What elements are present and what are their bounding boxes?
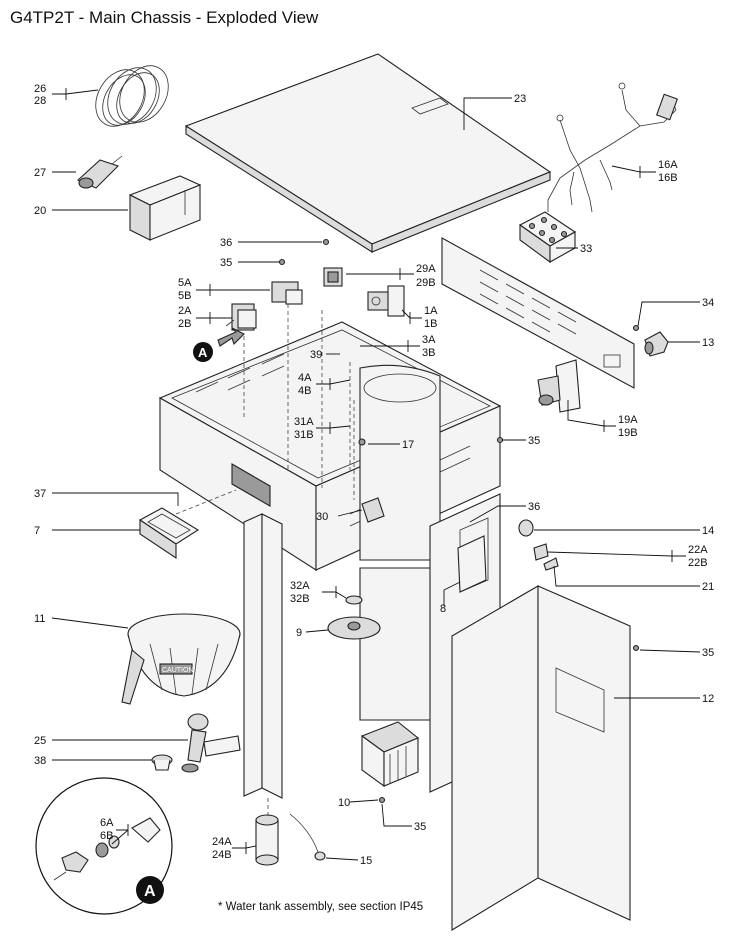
label-35-right: 35 — [528, 435, 540, 447]
window-frame-part — [138, 507, 200, 560]
label-11: 11 — [34, 613, 45, 625]
elbow-fitting-part — [644, 331, 669, 357]
label-37: 37 — [34, 488, 46, 500]
label-31b: 31B — [294, 429, 314, 441]
label-25: 25 — [34, 735, 46, 747]
bracket-part — [361, 497, 385, 523]
label-6a: 6A — [100, 817, 114, 829]
page-title: G4TP2T - Main Chassis - Exploded View — [10, 8, 319, 27]
label-2a: 2A — [178, 305, 192, 317]
dump-valve-part — [537, 359, 581, 413]
left-frame-part — [243, 513, 283, 799]
label-39: 39 — [310, 349, 322, 361]
label-26: 26 — [34, 83, 46, 95]
label-10: 10 — [338, 797, 350, 809]
callout-badge-bottom: A — [136, 876, 164, 904]
label-24b: 24B — [212, 849, 232, 861]
detail-a-circle — [35, 777, 173, 915]
heat-sink-part — [360, 721, 420, 788]
transformer-part — [128, 175, 202, 241]
label-22b: 22B — [688, 557, 708, 569]
label-29a: 29A — [416, 263, 436, 275]
label-3b: 3B — [422, 347, 435, 359]
label-1a: 1A — [424, 305, 438, 317]
wire-harness-part — [547, 82, 679, 213]
label-31a: 31A — [294, 416, 314, 428]
label-22a: 22A — [688, 544, 708, 556]
leader-lines — [51, 88, 701, 861]
label-23: 23 — [514, 93, 526, 105]
cable-part — [289, 813, 326, 861]
label-5b: 5B — [178, 290, 191, 302]
label-16b: 16B — [658, 172, 678, 184]
label-29b: 29B — [416, 277, 436, 289]
label-12: 12 — [702, 693, 714, 705]
water-tank-part — [359, 364, 441, 721]
label-35-bottom: 35 — [414, 821, 426, 833]
label-32a: 32A — [290, 580, 310, 592]
plate-part — [327, 616, 381, 640]
svg-text:A: A — [198, 345, 208, 360]
label-4b: 4B — [298, 385, 311, 397]
label-38: 38 — [34, 755, 46, 767]
coiled-tubing-part — [95, 65, 169, 127]
brew-basket-part: CAUTION — [121, 613, 241, 705]
part-labels: 26 28 27 20 23 16A 16B 33 36 35 29A 29B … — [34, 83, 714, 867]
label-35-top: 35 — [220, 257, 232, 269]
label-27: 27 — [34, 167, 46, 179]
label-14: 14 — [702, 525, 714, 537]
solenoid-valve-5-part — [271, 281, 303, 305]
label-8: 8 — [440, 603, 446, 615]
control-board-part — [457, 535, 487, 593]
label-21: 21 — [702, 581, 714, 593]
label-33: 33 — [580, 243, 592, 255]
solenoid-valve-2-part — [225, 303, 257, 331]
label-1b: 1B — [424, 318, 437, 330]
footnote: * Water tank assembly, see section IP45 — [218, 901, 424, 913]
capacitor-part — [77, 155, 123, 189]
label-2b: 2B — [178, 318, 191, 330]
label-4a: 4A — [298, 372, 312, 384]
knob-part — [151, 754, 173, 771]
label-20: 20 — [34, 205, 46, 217]
label-6b: 6B — [100, 830, 113, 842]
terminal-block-part — [518, 211, 577, 264]
label-13: 13 — [702, 337, 714, 349]
label-35-door: 35 — [702, 647, 714, 659]
label-16a: 16A — [658, 159, 678, 171]
callout-badge-top: A — [193, 342, 213, 362]
label-34: 34 — [702, 297, 714, 309]
sleeve-part — [255, 814, 279, 866]
label-19a: 19A — [618, 414, 638, 426]
label-36-top: 36 — [220, 237, 232, 249]
side-panel-part — [451, 585, 631, 931]
label-7: 7 — [34, 525, 40, 537]
top-lid-part — [184, 53, 552, 254]
label-15: 15 — [360, 855, 372, 867]
label-19b: 19B — [618, 427, 638, 439]
label-3a: 3A — [422, 334, 436, 346]
faucet-part — [181, 713, 241, 773]
label-24a: 24A — [212, 836, 232, 848]
label-30: 30 — [316, 511, 328, 523]
switch-part — [323, 267, 343, 287]
label-32b: 32B — [290, 593, 310, 605]
caution-stamp: CAUTION — [162, 667, 194, 674]
svg-text:A: A — [144, 883, 156, 900]
label-17: 17 — [402, 439, 414, 451]
label-5a: 5A — [178, 277, 192, 289]
solenoid-valve-1-part — [367, 285, 405, 317]
label-36-mid: 36 — [528, 501, 540, 513]
label-9: 9 — [296, 627, 302, 639]
rear-panel-part — [441, 237, 635, 389]
grommet-part — [345, 595, 363, 605]
label-28: 28 — [34, 95, 46, 107]
